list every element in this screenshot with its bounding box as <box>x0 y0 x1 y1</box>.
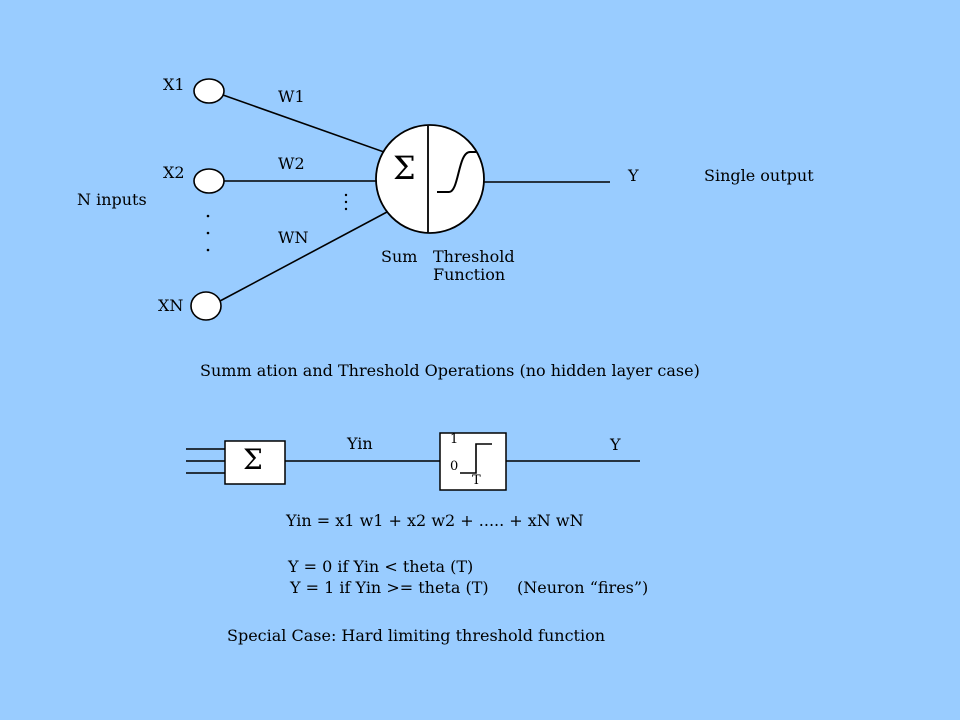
ellipsis-dot <box>206 231 210 235</box>
neuron-fires-note: (Neuron “fires”) <box>517 578 649 597</box>
step-low-label: 0 <box>450 459 459 474</box>
step-high-label: 1 <box>450 432 459 447</box>
threshold-label-line1: Threshold <box>433 247 515 266</box>
input-node-x1 <box>193 78 225 104</box>
n-inputs-label: N inputs <box>77 190 147 209</box>
input-label-xn: XN <box>158 296 184 315</box>
sum-label: Sum <box>381 247 418 266</box>
step-threshold-label: T <box>472 473 481 488</box>
threshold-label-line2: Function <box>433 265 506 284</box>
block-sigma-icon: Σ <box>243 443 263 476</box>
special-case-label: Special Case: Hard limiting threshold fu… <box>227 626 606 645</box>
sigmoid-icon <box>437 151 476 193</box>
ellipsis-dot <box>344 207 348 211</box>
input-label-x2: X2 <box>163 163 185 182</box>
sigma-icon: Σ <box>393 149 416 187</box>
sum-block <box>224 440 286 485</box>
weight-label-w1: W1 <box>278 87 305 106</box>
input-node-xn <box>190 291 222 321</box>
y0-condition: Y = 0 if Yin < theta (T) <box>288 557 474 576</box>
weight-label-w2: W2 <box>278 154 305 173</box>
neuron-circle <box>375 124 485 234</box>
connection-w1 <box>222 94 385 153</box>
ellipsis-dot <box>344 193 348 197</box>
ellipsis-dot <box>206 214 210 218</box>
step-function-icon <box>460 443 492 474</box>
y1-condition: Y = 1 if Yin >= theta (T) <box>290 578 489 597</box>
caption: Summ ation and Threshold Operations (no … <box>200 361 700 380</box>
single-output-label: Single output <box>704 166 814 185</box>
block-output-label: Y <box>610 435 621 454</box>
weight-label-wn: WN <box>278 228 309 247</box>
output-label: Y <box>628 166 639 185</box>
yin-label: Yin <box>347 434 373 453</box>
ellipsis-dot <box>344 200 348 204</box>
input-node-x2 <box>193 168 225 194</box>
ellipsis-dot <box>206 248 210 252</box>
connection-wn <box>219 211 388 302</box>
yin-equation: Yin = x1 w1 + x2 w2 + ..... + xN wN <box>286 511 584 530</box>
threshold-block <box>439 432 507 491</box>
input-label-x1: X1 <box>163 75 185 94</box>
